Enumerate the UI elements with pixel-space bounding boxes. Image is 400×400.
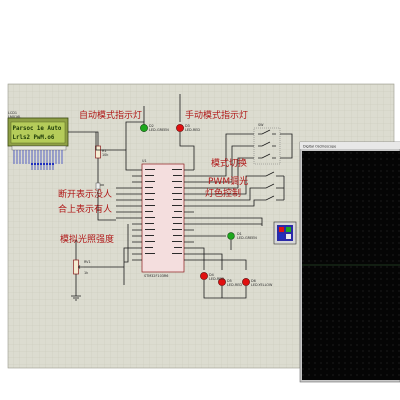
lcd-screen xyxy=(10,121,66,144)
rv1-value: 1k xyxy=(84,271,88,275)
led-d2-auto[interactable] xyxy=(140,106,148,132)
lcd-pins xyxy=(11,145,67,170)
oscilloscope-title: Digital Oscilloscope xyxy=(303,145,336,149)
lcd-ref: LCD1 xyxy=(8,111,17,115)
pir-switch[interactable] xyxy=(95,172,116,221)
lcd-module[interactable]: Parsoc 1e Auto Lrls2 PwM.o6 xyxy=(7,117,69,147)
led-d4[interactable] xyxy=(200,272,208,280)
rgb-led-module[interactable] xyxy=(194,217,297,245)
d6-part: LED-YELLOW xyxy=(251,283,273,287)
resistor-r1[interactable] xyxy=(68,131,101,172)
annotation-pwm-1: PWM调光 xyxy=(208,175,248,187)
wire xyxy=(123,224,132,285)
annotation-mode-switch: 模式切换 xyxy=(211,157,247,169)
annotation-manual-led: 手动模式指示灯 xyxy=(185,109,248,121)
lcd-line-1: Parsoc 1e Auto xyxy=(13,126,62,132)
switch-bank[interactable] xyxy=(194,127,293,189)
d4-ref: D4 xyxy=(209,273,214,277)
d3-part: LED-RED xyxy=(185,128,200,132)
d4-part: LED-RED xyxy=(209,277,224,281)
mcu-part: STM32F103R6 xyxy=(144,274,168,278)
annotation-pwm-2: 灯色控制 xyxy=(205,187,241,199)
r1-value: 10k xyxy=(102,153,108,157)
led-d3-manual[interactable] xyxy=(176,94,195,170)
lcd-part: LM016L xyxy=(8,115,21,119)
annotation-light-sim: 模拟光照强度 xyxy=(60,233,114,245)
lcd-line-2: Lrls2 PwM.o6 xyxy=(13,135,55,141)
oscilloscope-titlebar[interactable] xyxy=(300,142,400,149)
d1-ref: D1 xyxy=(237,232,242,236)
oscilloscope-screen xyxy=(302,151,400,380)
oscilloscope-window[interactable]: Digital Oscilloscope xyxy=(299,141,400,383)
annotation-pir-line2: 合上表示有人 xyxy=(58,203,112,215)
mcu-chip[interactable] xyxy=(132,163,194,273)
annotation-auto-led: 自动模式指示灯 xyxy=(79,109,142,121)
potentiometer-rv1[interactable] xyxy=(71,240,124,301)
switch-ref: SW xyxy=(258,123,264,127)
rv1-ref: RV1 xyxy=(84,260,91,264)
d5-part: LED-RED xyxy=(227,283,242,287)
annotation-pir-line1: 断开表示没人 xyxy=(58,188,112,200)
led-d1[interactable] xyxy=(194,232,235,250)
bottom-led-row[interactable] xyxy=(194,247,250,299)
d1-part: LED-GREEN xyxy=(237,236,257,240)
d5-ref: D5 xyxy=(227,279,232,283)
d6-ref: D6 xyxy=(251,279,256,283)
d3-ref: D3 xyxy=(185,124,190,128)
led-d5[interactable] xyxy=(218,278,226,286)
d2-ref: D2 xyxy=(149,124,154,128)
r1-ref: R1 xyxy=(102,149,107,153)
d2-part: LED-GREEN xyxy=(149,128,169,132)
wire xyxy=(116,187,132,219)
pwm-switch-bank[interactable] xyxy=(194,171,285,207)
mcu-ref: U1 xyxy=(142,159,147,163)
led-d6[interactable] xyxy=(242,278,250,286)
